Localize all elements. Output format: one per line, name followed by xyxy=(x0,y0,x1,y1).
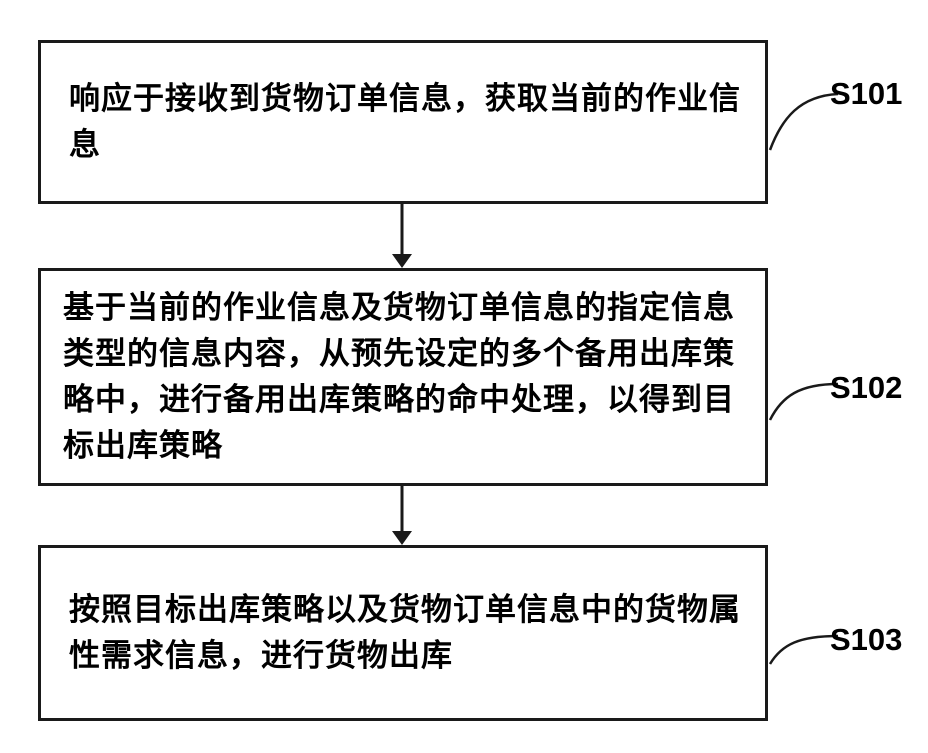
leader-line-s103 xyxy=(770,636,838,664)
step-label-s102: S102 xyxy=(830,370,902,406)
step-label-s101: S101 xyxy=(830,76,902,112)
arrowhead-icon xyxy=(392,531,412,545)
step-box-s103: 按照目标出库策略以及货物订单信息中的货物属性需求信息，进行货物出库 xyxy=(38,545,768,721)
leader-line-s101 xyxy=(770,94,838,150)
step-label-s103: S103 xyxy=(830,622,902,658)
arrowhead-icon xyxy=(392,254,412,268)
step-text-s102: 基于当前的作业信息及货物订单信息的指定信息类型的信息内容，从预先设定的多个备用出… xyxy=(63,285,743,469)
step-box-s102: 基于当前的作业信息及货物订单信息的指定信息类型的信息内容，从预先设定的多个备用出… xyxy=(38,268,768,486)
step-text-s103: 按照目标出库策略以及货物订单信息中的货物属性需求信息，进行货物出库 xyxy=(57,587,749,679)
step-text-s101: 响应于接收到货物订单信息，获取当前的作业信息 xyxy=(57,76,749,168)
step-box-s101: 响应于接收到货物订单信息，获取当前的作业信息 xyxy=(38,40,768,204)
leader-line-s102 xyxy=(770,384,838,420)
